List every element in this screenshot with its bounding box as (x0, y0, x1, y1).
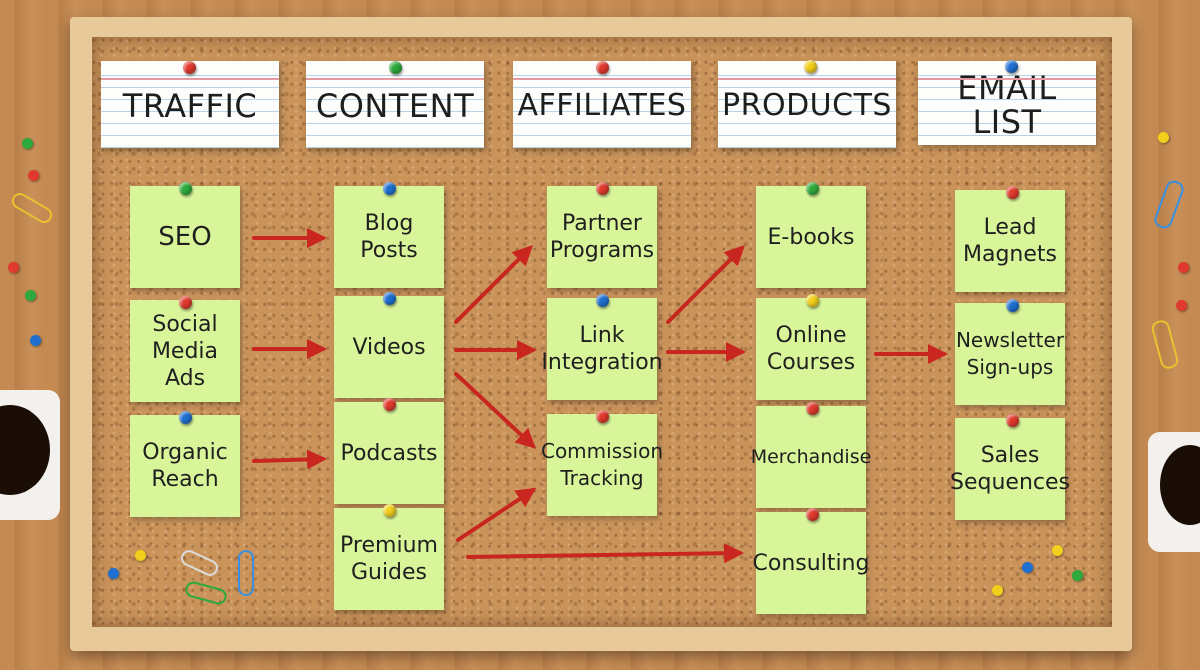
pin-icon (179, 182, 192, 195)
note-consulting: Consulting (753, 512, 869, 614)
header-card-affiliates: AFFILIATES (513, 61, 691, 148)
pin-icon (806, 402, 819, 415)
pin-icon (1006, 414, 1019, 427)
pushpin-icon (30, 335, 41, 346)
header-card-traffic: TRAFFIC (101, 61, 279, 148)
arrow-organic-to-podcasts (252, 449, 327, 470)
arrow-premium-to-consulting (466, 543, 744, 564)
pin-icon (596, 410, 609, 423)
paperclip-icon (238, 550, 254, 596)
note-videos: Videos (334, 296, 444, 398)
note-commission-tracking: Commission Tracking (541, 414, 663, 516)
pushpin-icon (992, 585, 1003, 596)
note-newsletter-sign-ups: Newsletter Sign-ups (955, 303, 1065, 405)
note-merchandise: Merchandise (751, 406, 871, 508)
note-e-books: E-books (756, 186, 866, 288)
header-card-products: PRODUCTS (718, 61, 896, 148)
pin-icon (383, 504, 396, 517)
pin-icon (806, 508, 819, 521)
note-blog-posts: Blog Posts (334, 186, 444, 288)
pushpin-icon (1072, 570, 1083, 581)
note-lead-magnets: Lead Magnets (955, 190, 1065, 292)
pushpin-icon (28, 170, 39, 181)
note-premium-guides: Premium Guides (334, 508, 444, 610)
pushpin-icon (25, 290, 36, 301)
pin-icon (596, 182, 609, 195)
pin-icon (383, 292, 396, 305)
arrow-videos-to-partner (454, 245, 533, 324)
arrow-partner-to-ebooks (666, 245, 745, 324)
header-card-content: CONTENT (306, 61, 484, 148)
note-link-integration: Link Integration (541, 298, 663, 400)
pin-icon (806, 182, 819, 195)
pushpin-icon (8, 262, 19, 273)
pin-icon (383, 398, 396, 411)
pin-icon (804, 60, 817, 73)
pin-icon (383, 182, 396, 195)
note-podcasts: Podcasts (334, 402, 444, 504)
coffee-icon (1160, 445, 1200, 525)
arrow-videos-to-commission (454, 372, 536, 449)
pin-icon (596, 61, 609, 74)
pin-icon (806, 294, 819, 307)
pin-icon (1006, 186, 1019, 199)
pin-icon (183, 61, 196, 74)
note-sales-sequences: Sales Sequences (950, 418, 1070, 520)
note-online-courses: Online Courses (756, 298, 866, 400)
pin-icon (389, 61, 402, 74)
pin-icon (1006, 299, 1019, 312)
note-social-media-ads: Social Media Ads (130, 300, 240, 402)
arrow-premium-to-commission (456, 487, 537, 542)
pushpin-icon (1178, 262, 1189, 273)
pin-icon (596, 294, 609, 307)
pushpin-icon (1158, 132, 1169, 143)
note-partner-programs: Partner Programs (547, 186, 657, 288)
pushpin-icon (135, 550, 146, 561)
pushpin-icon (1022, 562, 1033, 573)
pushpin-icon (22, 138, 33, 149)
pushpin-icon (1052, 545, 1063, 556)
pin-icon (179, 411, 192, 424)
header-card-email-list: EMAIL LIST (918, 61, 1096, 145)
pushpin-icon (1176, 300, 1187, 311)
note-seo: SEO (130, 186, 240, 288)
pushpin-icon (108, 568, 119, 579)
note-organic-reach: Organic Reach (130, 415, 240, 517)
pin-icon (1005, 60, 1018, 73)
pin-icon (179, 296, 192, 309)
